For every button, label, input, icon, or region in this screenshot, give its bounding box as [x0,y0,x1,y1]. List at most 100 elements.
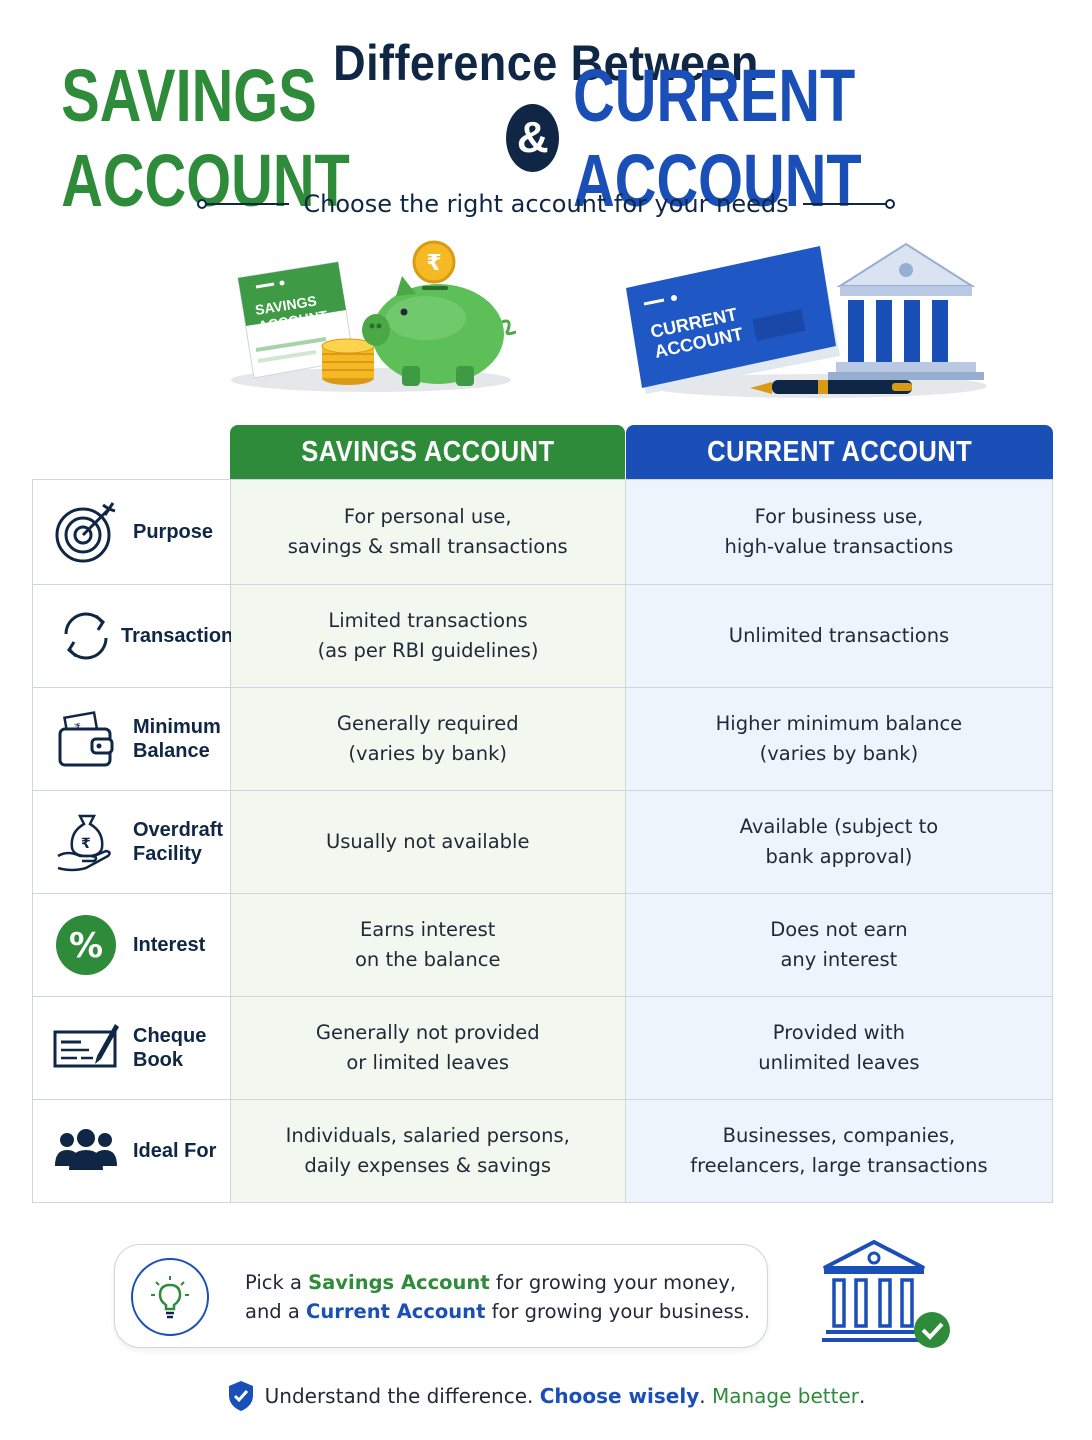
comparison-table: SAVINGS ACCOUNT CURRENT ACCOUNT Purpose [32,425,1053,1203]
current-cell: Higher minimum balance (varies by bank) [625,688,1052,790]
current-account-title: CURRENT ACCOUNT [573,54,862,222]
tagline-manage-better: Manage better [711,1384,859,1408]
savings-value: Limited transactions (as per RBI guideli… [317,609,539,662]
feature-label: Minimum Balance [133,716,221,762]
feature-cell: Purpose [33,480,231,584]
feature-cell: Cheque Book [33,997,231,1099]
feature-cell: Transactions [33,585,244,687]
percent-icon: % [53,912,119,978]
savings-illustration: SAVINGS ACCOUNT ₹ [231,240,516,392]
rupee-symbol: ₹ [426,251,441,276]
current-value: Available (subject to bank approval) [739,815,939,868]
savings-account-title: SAVINGS ACCOUNT [61,54,350,222]
feature-cell: ₹ Minimum Balance [33,688,231,790]
cheque-icon [53,1015,119,1081]
savings-cell: Limited transactions (as per RBI guideli… [231,585,627,687]
main-title: SAVINGS ACCOUNT & CURRENT ACCOUNT [0,54,1092,222]
svg-text:%: % [69,926,103,966]
savings-value: Individuals, salaried persons, daily exp… [285,1124,570,1177]
feature-label: Interest [133,934,206,956]
current-value: Higher minimum balance (varies by bank) [715,712,963,765]
savings-column-header-label: SAVINGS ACCOUNT [300,435,555,468]
tagline-part-1: Understand the difference. [264,1384,540,1408]
savings-cell: Individuals, salaried persons, daily exp… [230,1100,626,1202]
shield-check-icon [228,1381,253,1411]
money-bag-hand-icon: ₹ [53,809,119,875]
current-cell: Available (subject to bank approval) [625,791,1052,893]
table-row: Transactions Limited transactions (as pe… [33,584,1052,687]
current-column-header: CURRENT ACCOUNT [626,425,1053,479]
rupee-coin-icon: ₹ [412,240,456,284]
bank-check-icon [822,1239,950,1348]
table-body: Purpose For personal use, savings & smal… [32,479,1053,1203]
tip-line2-post: for growing your business. [485,1300,751,1323]
feature-cell: ₹ Overdraft Facility [33,791,231,893]
bank-building-icon [828,242,984,380]
tip-line1-pre: Pick a [245,1271,309,1294]
savings-cell: Generally required (varies by bank) [230,688,626,790]
current-value: For business use, high-value transaction… [724,505,954,558]
subtitle-row: Choose the right account for your needs [0,186,1092,222]
divider-right [802,199,895,209]
tip-savings-highlight: Savings Account [308,1271,490,1294]
piggy-bank-icon [362,276,516,386]
tip-text: Pick a Savings Account for growing your … [245,1268,750,1326]
table-row: ₹ Minimum Balance Generally required (va… [33,687,1052,790]
savings-cell: For personal use, savings & small transa… [230,480,626,584]
tip-line2-pre: and a [245,1300,307,1323]
current-cell: Businesses, companies, freelancers, larg… [625,1100,1052,1202]
coin-stack-icon [321,338,375,385]
current-cell: For business use, high-value transaction… [625,480,1052,584]
feature-label: Transactions [121,625,245,647]
current-cell: Provided with unlimited leaves [625,997,1052,1099]
current-illustration: CURRENT ACCOUNT [626,242,987,398]
pen-icon [750,380,912,394]
savings-value: Earns interest on the balance [354,918,501,971]
current-value: Businesses, companies, freelancers, larg… [690,1124,988,1177]
ampersand-badge: & [506,104,560,172]
savings-column-header: SAVINGS ACCOUNT [230,425,625,479]
wallet-icon: ₹ [53,706,119,772]
feature-label: Overdraft Facility [133,819,224,865]
table-row: % Interest Earns interest on the balance… [33,893,1052,996]
savings-value: Generally required (varies by bank) [336,712,519,765]
tip-line1-post: for growing your money, [489,1271,737,1294]
cheque-book-icon: CURRENT ACCOUNT [626,246,840,394]
feature-label: Ideal For [133,1140,217,1162]
table-row: Ideal For Individuals, salaried persons,… [33,1099,1052,1202]
table-row: Purpose For personal use, savings & smal… [33,480,1052,584]
current-value: Unlimited transactions [728,624,950,647]
feature-label: Purpose [133,521,214,543]
current-value: Does not earn any interest [770,918,908,971]
tip-box: Pick a Savings Account for growing your … [114,1244,768,1348]
tagline-part-5: . [858,1384,866,1408]
table-row: ₹ Overdraft Facility Usually not availab… [33,790,1052,893]
lightbulb-icon [131,1258,209,1336]
tagline-choose-wisely: Choose wisely [539,1384,700,1408]
current-cell: Does not earn any interest [625,894,1052,996]
feature-label: Cheque Book [133,1025,207,1071]
savings-value: Generally not provided or limited leaves [315,1021,540,1074]
current-cell: Unlimited transactions [626,585,1052,687]
tip-current-highlight: Current Account [306,1300,486,1323]
feature-cell: % Interest [33,894,231,996]
savings-cell: Usually not available [230,791,626,893]
feature-cell: Ideal For [33,1100,231,1202]
refresh-icon [53,603,119,669]
savings-value: For personal use, savings & small transa… [287,505,568,558]
table-row: Cheque Book Generally not provided or li… [33,996,1052,1099]
current-column-header-label: CURRENT ACCOUNT [706,435,973,468]
divider-left [197,199,290,209]
people-icon [53,1118,119,1184]
title-line-1: Difference Between [333,35,759,91]
table-header: SAVINGS ACCOUNT CURRENT ACCOUNT [32,425,1053,479]
tagline-part-3: . [699,1384,712,1408]
subtitle: Choose the right account for your needs [303,190,789,218]
tagline: Understand the difference. Choose wisely… [0,1378,1092,1414]
current-value: Provided with unlimited leaves [758,1021,920,1074]
target-icon [53,499,119,565]
savings-value: Usually not available [325,830,530,853]
svg-text:₹: ₹ [81,836,91,852]
savings-cell: Generally not provided or limited leaves [230,997,626,1099]
savings-cell: Earns interest on the balance [230,894,626,996]
